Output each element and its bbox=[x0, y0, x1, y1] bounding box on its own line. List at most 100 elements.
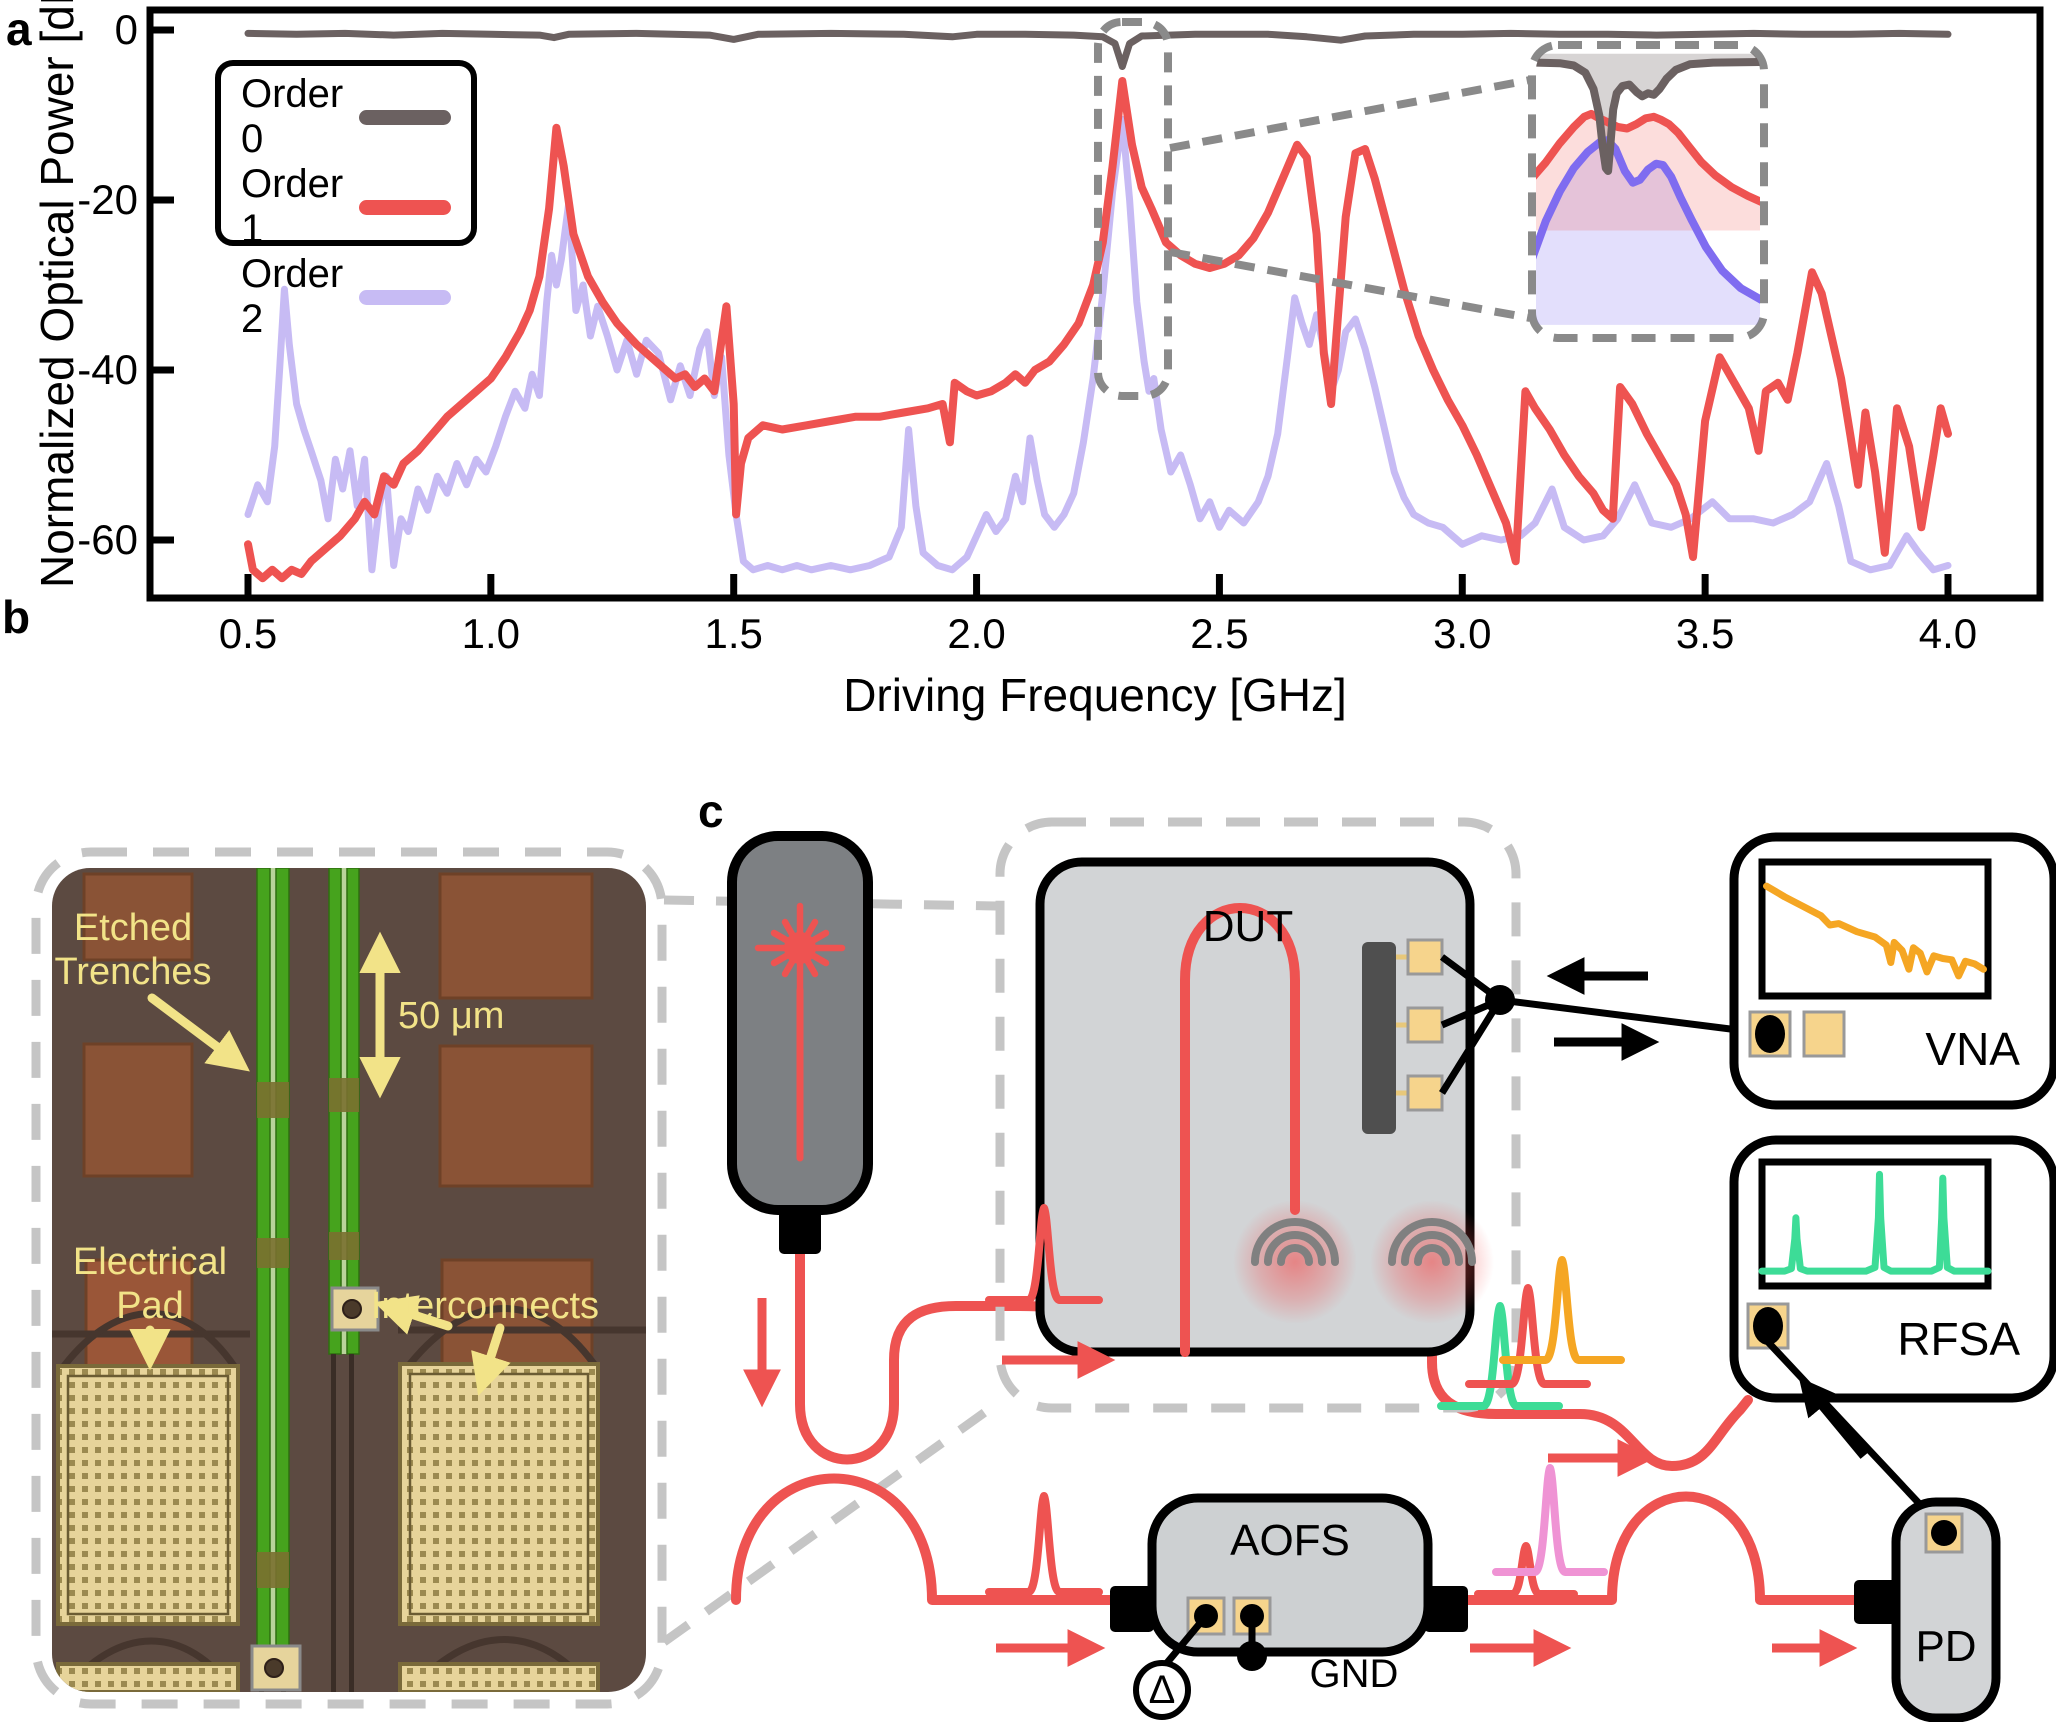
instrument-traces bbox=[1758, 882, 1992, 1275]
legend-swatch bbox=[358, 109, 451, 125]
delta-label: Δ bbox=[1148, 1668, 1176, 1712]
chip-micrograph bbox=[52, 868, 646, 1692]
legend-item-label: Order 2 bbox=[241, 252, 344, 341]
pd-connector bbox=[1931, 1520, 1957, 1546]
pulse-icons bbox=[985, 1204, 1625, 1598]
x-tick-label: 0.5 bbox=[219, 610, 277, 657]
vna-instrument bbox=[1729, 832, 2056, 1110]
y-tick-label: -40 bbox=[77, 346, 138, 393]
acoustic-wave-icon-right bbox=[1388, 1218, 1476, 1266]
chip-photo-dashed-border bbox=[31, 847, 667, 1709]
dut-dashed-border bbox=[995, 817, 1521, 1413]
chip-gold-pads bbox=[56, 1362, 600, 1692]
inset-order0-line bbox=[1536, 58, 1760, 175]
x-tick-label: 1.5 bbox=[705, 610, 763, 657]
x-tick-label: 3.5 bbox=[1676, 610, 1734, 657]
panel-c-label: c bbox=[698, 785, 724, 837]
pulse-icon bbox=[1499, 1256, 1625, 1364]
chip-etched-trench-right bbox=[328, 868, 360, 1692]
series-order-0 bbox=[244, 29, 1952, 70]
vna-screen-trace bbox=[1763, 882, 1987, 980]
pulse-icon bbox=[1474, 1542, 1578, 1598]
y-axis-title: Normalized Optical Power [dB] bbox=[31, 0, 83, 588]
interconnects-arrow-right bbox=[471, 1323, 511, 1396]
inset-order2-line bbox=[1536, 136, 1760, 306]
panels-b-c bbox=[31, 817, 2056, 1722]
axis-ticks: 0.5 1.0 1.5 2.0 2.5 3.0 3.5 4.0 0 -20 -40 -60 bbox=[77, 6, 1977, 657]
chip-etched-trench-left bbox=[256, 868, 290, 1692]
spectrum-chart: 0.5 1.0 1.5 2.0 2.5 3.0 3.5 4.0 0 -20 -40 -60 bbox=[77, 6, 2044, 657]
x-tick-label: 1.0 bbox=[462, 610, 520, 657]
legend-item: Order 2 bbox=[241, 252, 451, 342]
inset-order1-line bbox=[1536, 109, 1760, 208]
legend-item: Order 1 bbox=[241, 162, 451, 252]
vna-label: VNA bbox=[1925, 1023, 2020, 1075]
panel-b-label: b bbox=[2, 591, 31, 643]
scale-bar-label: 50 μm bbox=[398, 995, 505, 1037]
pd-label: PD bbox=[1915, 1622, 1977, 1671]
pulse-icon bbox=[985, 1492, 1103, 1596]
vna-port-2 bbox=[1802, 1010, 1846, 1058]
etched-trenches-arrow bbox=[147, 993, 250, 1072]
series-order-2 bbox=[244, 115, 1952, 574]
x-tick-label: 2.5 bbox=[1190, 610, 1248, 657]
plot-border bbox=[146, 6, 2044, 602]
fiber-coupler-lower bbox=[731, 1473, 1117, 1605]
laser-source bbox=[727, 831, 873, 1254]
acoustic-wave-icon-left bbox=[1251, 1218, 1339, 1266]
legend-item-label: Order 0 bbox=[241, 72, 344, 161]
gnd-label: GND bbox=[1309, 1652, 1399, 1696]
rfsa-connector bbox=[1753, 1307, 1783, 1345]
vna-connector bbox=[1755, 1015, 1785, 1053]
signal-direction-arrow bbox=[1798, 1377, 1868, 1459]
y-tick-label: -60 bbox=[77, 516, 138, 563]
legend-swatch bbox=[358, 199, 451, 215]
cable-node bbox=[1485, 985, 1515, 1015]
legend-item-label: Order 1 bbox=[241, 162, 344, 251]
y-tick-label: -20 bbox=[77, 176, 138, 223]
legend-item: Order 0 bbox=[241, 72, 451, 162]
aofs-label: AOFS bbox=[1230, 1516, 1350, 1565]
y-tick-label: 0 bbox=[115, 6, 138, 53]
pulse-icon bbox=[1465, 1284, 1591, 1388]
panel-a-label: a bbox=[6, 3, 32, 55]
x-axis-title: Driving Frequency [GHz] bbox=[843, 669, 1347, 721]
dut-box bbox=[1035, 857, 1494, 1357]
dut-label: DUT bbox=[1202, 902, 1294, 951]
chart-series bbox=[244, 29, 1952, 583]
zoom-link-bottom bbox=[661, 1396, 1005, 1646]
inset-order0-fill bbox=[1536, 53, 1760, 171]
flow-arrows bbox=[743, 957, 1868, 1667]
idt-pads bbox=[1406, 938, 1444, 1112]
aofs-device bbox=[1110, 1493, 1468, 1720]
pulse-icon bbox=[1492, 1464, 1608, 1576]
series-order-1 bbox=[244, 77, 1952, 583]
x-tick-label: 4.0 bbox=[1919, 610, 1977, 657]
inset-curves bbox=[1536, 53, 1760, 325]
legend-swatch bbox=[358, 289, 451, 305]
inset-order2-fill bbox=[1536, 140, 1760, 325]
photodetector bbox=[1854, 1497, 2001, 1722]
idt-transducer-bar bbox=[1362, 942, 1396, 1134]
interconnects-arrow-left bbox=[374, 1295, 453, 1335]
zoom-connector-top bbox=[1169, 76, 1531, 152]
fiber-dut-output bbox=[1427, 1239, 1753, 1471]
etched-trenches-label: Etched Trenches bbox=[54, 907, 212, 993]
electrical-pad-label: Electrical Pad bbox=[72, 1241, 228, 1327]
x-tick-label: 3.0 bbox=[1433, 610, 1491, 657]
chip-annotation-arrows bbox=[129, 931, 511, 1396]
x-tick-label: 2.0 bbox=[947, 610, 1005, 657]
cable-rfsa-pd bbox=[1765, 1339, 1947, 1533]
chip-interconnect-pads bbox=[250, 1286, 380, 1692]
pulse-icon bbox=[1437, 1302, 1563, 1410]
delta-source-circle bbox=[1133, 1660, 1191, 1720]
vna-screen bbox=[1758, 858, 1992, 1000]
interconnects-label: Interconnects bbox=[370, 1285, 600, 1327]
rfsa-label: RFSA bbox=[1897, 1313, 2020, 1365]
gnd-terminal bbox=[1237, 1641, 1267, 1671]
zoom-connector-bottom bbox=[1169, 248, 1531, 322]
fiber-aofs-to-pd bbox=[1461, 1491, 1859, 1605]
pulse-icon bbox=[985, 1204, 1103, 1304]
zoom-highlight-rect bbox=[1094, 18, 1172, 400]
